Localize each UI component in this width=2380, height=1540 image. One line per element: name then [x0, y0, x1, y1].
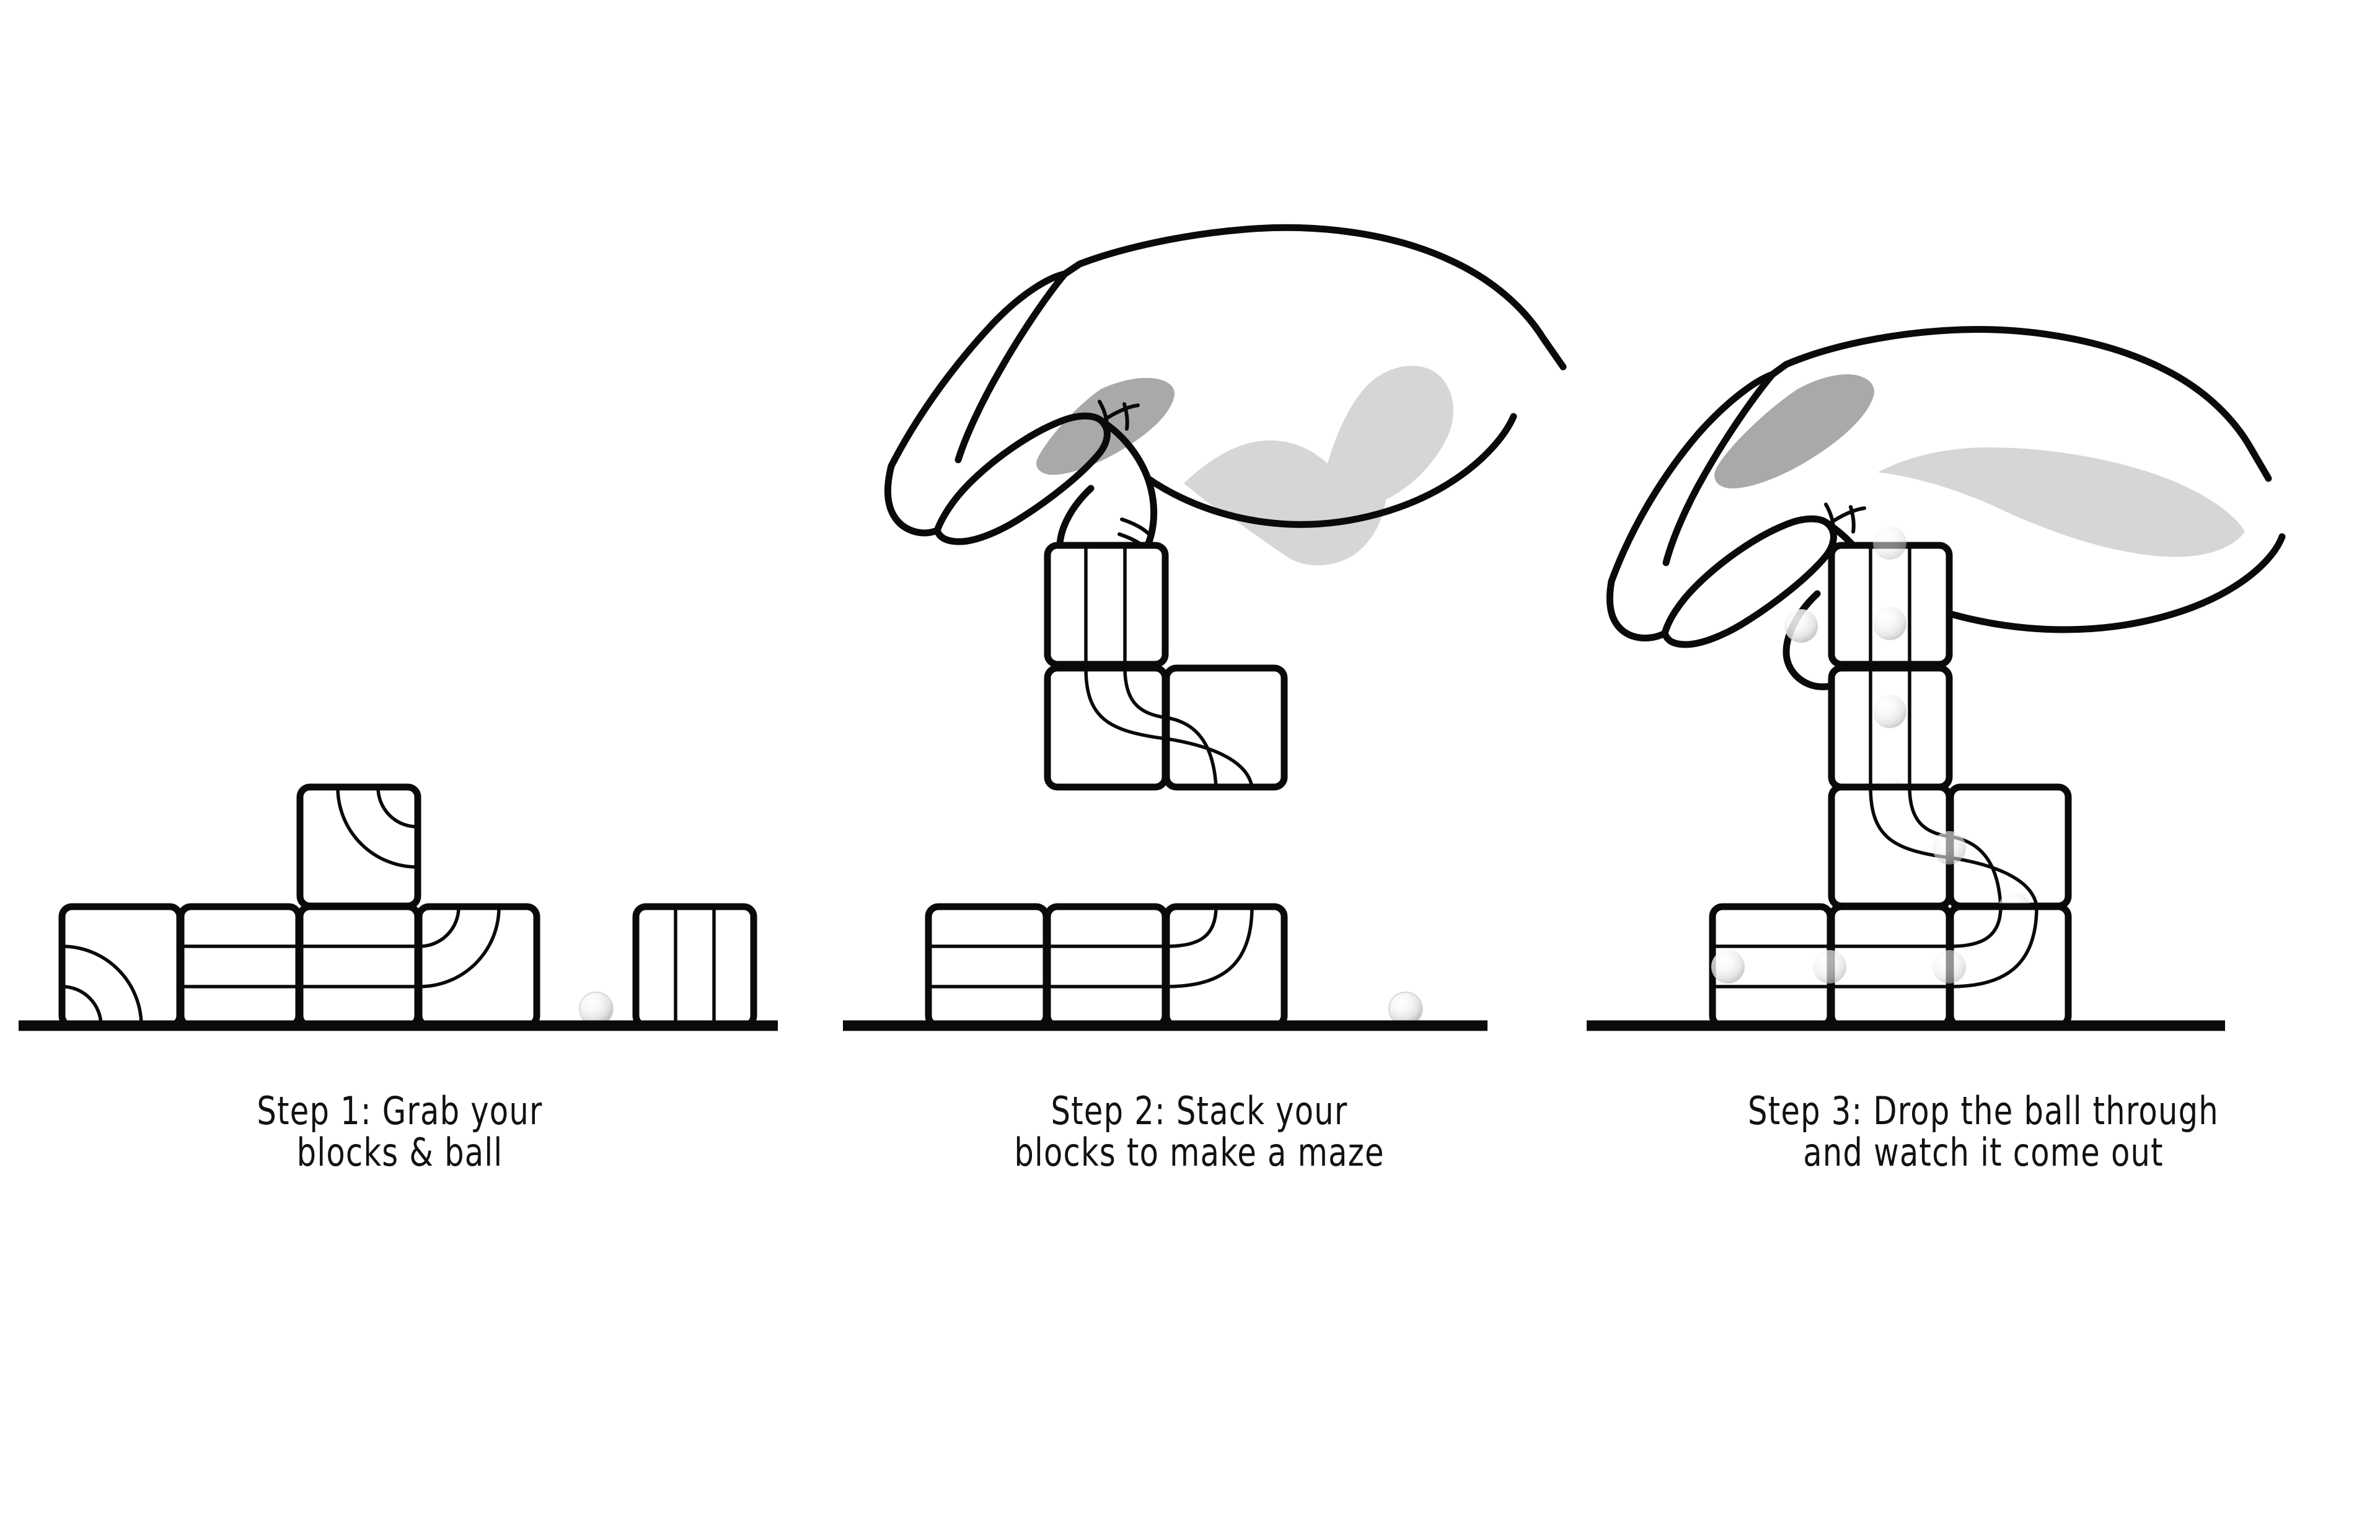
block-corner-bottom-right [1947, 903, 2072, 1029]
block-corner-right [415, 903, 540, 1029]
block-corner-left [58, 903, 183, 1029]
block-vertical-channel-2 [1828, 542, 1953, 668]
block-corner-stacked [296, 783, 421, 910]
ball-trace-6 [1933, 831, 1966, 865]
block-vertical-channel-loose [632, 903, 757, 1029]
step-panel-3: Step 3: Drop the ball through and watch … [1587, 0, 2380, 1540]
step-panel-1: Step 1: Grab your blocks & ball [0, 0, 800, 1540]
block-horizontal-channel-b [296, 903, 421, 1029]
block-corner-mid-right [1947, 783, 2072, 910]
block-corner-mid-left [1044, 664, 1169, 791]
hand-placing-block [884, 224, 1567, 585]
block-horizontal-channel-b [1828, 903, 1953, 1029]
step-1-illustration [19, 783, 778, 1031]
block-vertical-channel-held[interactable] [1044, 542, 1169, 668]
ball-trace-9 [1813, 950, 1846, 983]
block-corner-mid-right [1163, 664, 1288, 791]
step-2-illustration [843, 224, 1567, 1031]
step-3-illustration [1587, 326, 2286, 1031]
ball-trace-8 [1933, 950, 1966, 983]
ball-trace-1 [1784, 609, 1818, 643]
step-3-caption: Step 3: Drop the ball through and watch … [1748, 1088, 2219, 1175]
ball-trace-3 [1873, 607, 1906, 640]
block-horizontal-channel-a [177, 903, 302, 1029]
block-corner-bottom-right [1163, 903, 1288, 1029]
step-2-caption: Step 2: Stack your blocks to make a maze [1014, 1088, 1385, 1175]
step-1-caption: Step 1: Grab your blocks & ball [257, 1088, 543, 1175]
step-panel-2: Step 2: Stack your blocks to make a maze [800, 0, 1599, 1540]
ball-trace-4 [1873, 695, 1906, 728]
block-horizontal-channel-b [1044, 903, 1169, 1029]
block-horizontal-channel-a [925, 903, 1050, 1029]
ball-trace-2 [1873, 526, 1906, 560]
ball-trace-10 [1711, 950, 1745, 983]
block-corner-mid-left [1828, 783, 1953, 910]
